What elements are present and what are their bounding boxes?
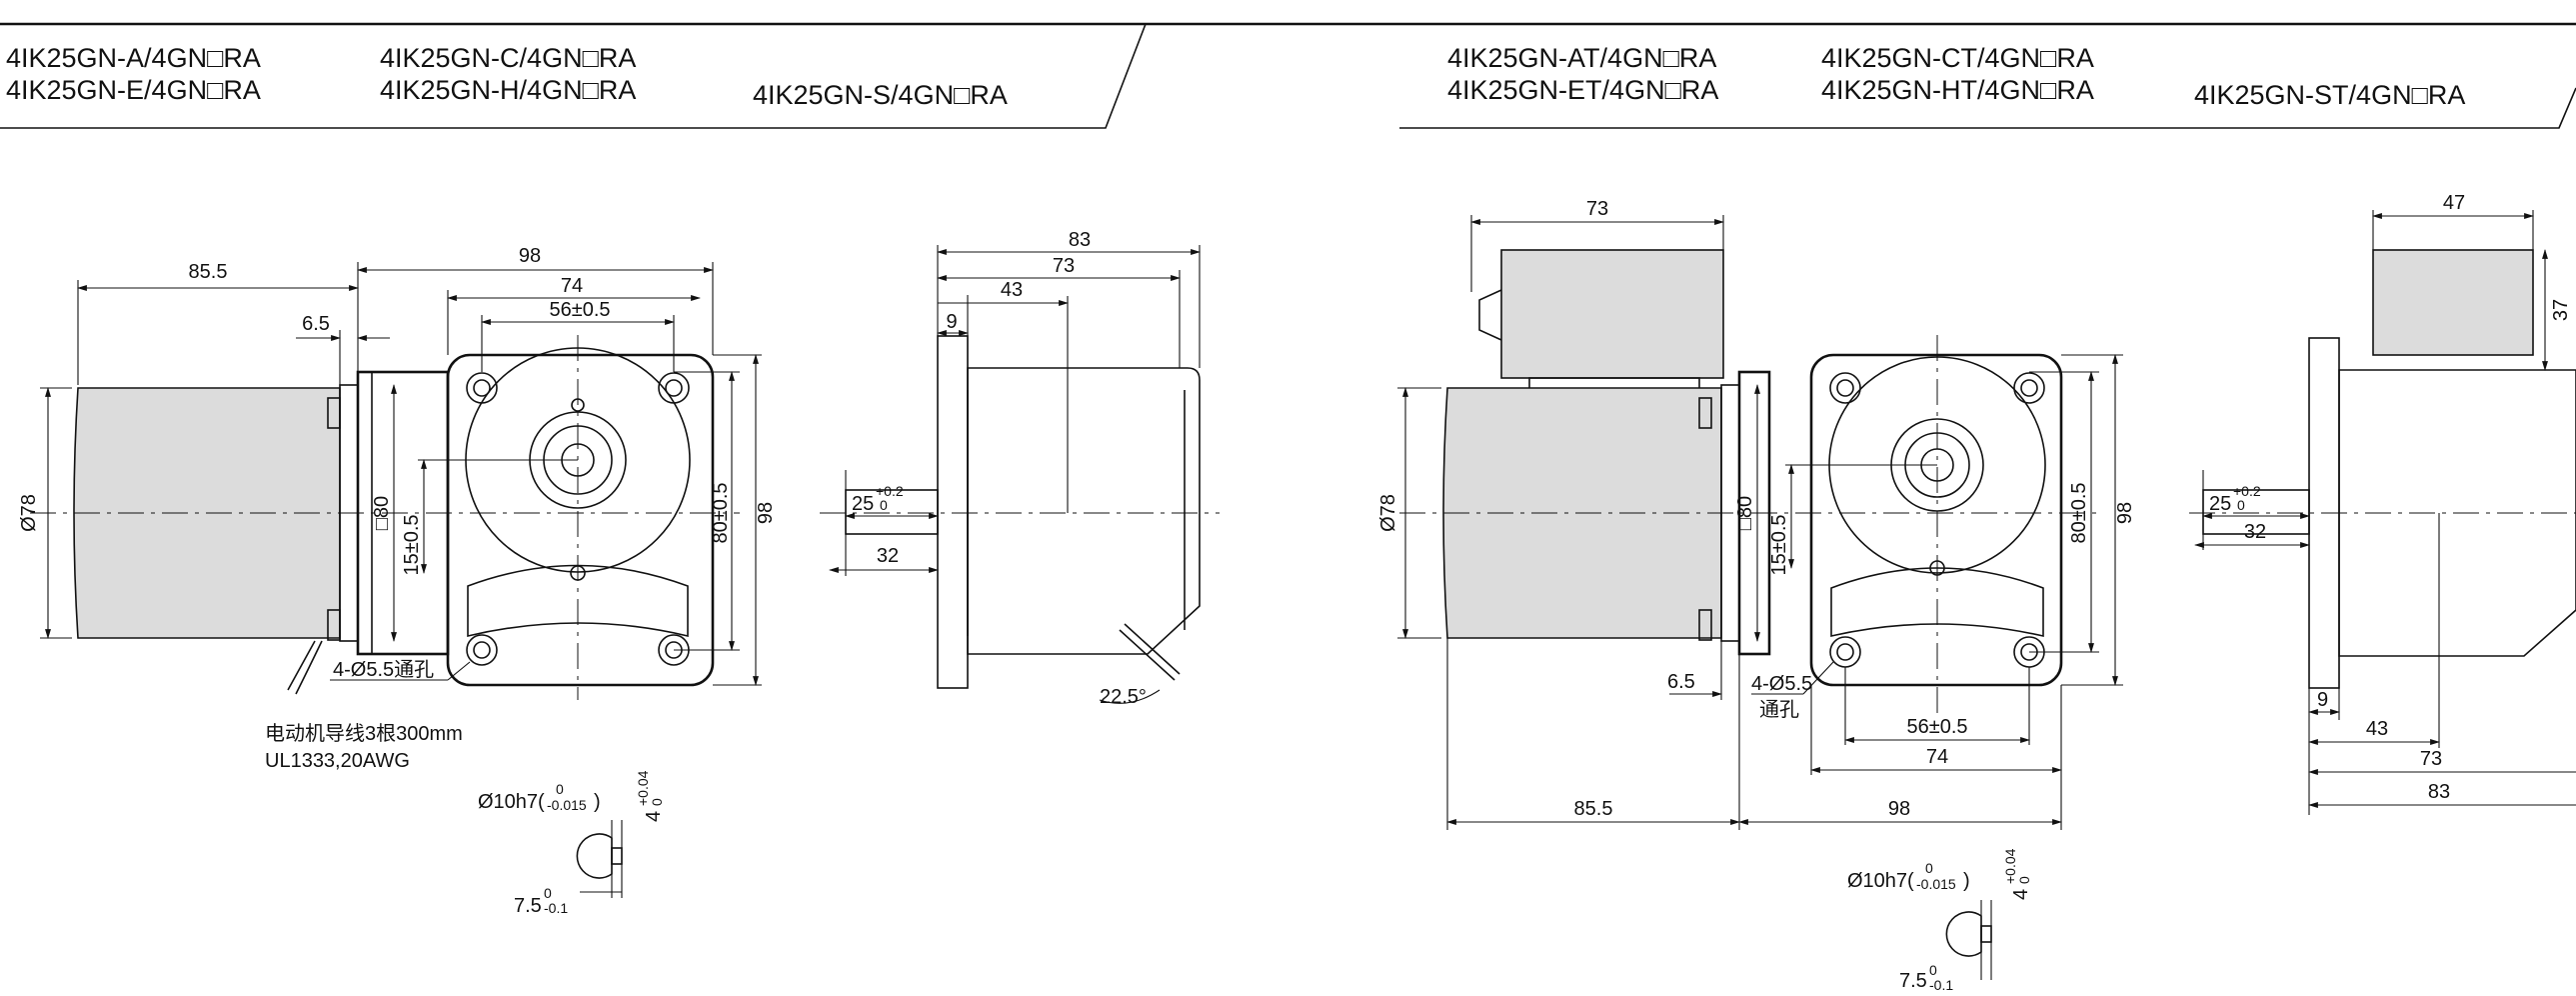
left-shaft-dia-tol-lo: -0.015 [547, 797, 587, 813]
left-shaft-flat: 7.5 [514, 895, 542, 917]
right-header-frame [1399, 87, 2576, 129]
dim-left-side-43: 43 [1001, 279, 1023, 301]
left-model-r1c2: 4IK25GN-C/4GN□RA [380, 43, 636, 73]
dim-right-98h: 98 [2114, 502, 2136, 524]
dim-left-side-32: 32 [877, 545, 899, 567]
right-shaft-dia-tol-lo: -0.015 [1916, 876, 1956, 892]
dim-left-side-angle: 22.5° [1100, 686, 1147, 708]
dim-right-side-37: 37 [2550, 299, 2572, 321]
dim-right-side-32: 32 [2244, 521, 2266, 543]
dim-right-15: 15±0.5 [1768, 514, 1790, 575]
dim-right-side-25-tol-up: +0.2 [2233, 483, 2261, 499]
dim-left-sq-80: □80 [371, 496, 393, 530]
left-shaft-flat-tol-lo: -0.1 [544, 900, 568, 916]
dim-right-74: 74 [1926, 746, 1948, 768]
dim-right-6-5: 6.5 [1667, 671, 1695, 693]
dim-right-98: 98 [1888, 798, 1910, 820]
dim-right-85-5: 85.5 [1574, 798, 1613, 820]
left-gearhead-face [446, 353, 715, 687]
right-side-view: 47 37 25 +0.2 0 32 9 43 73 83 [2189, 192, 2576, 815]
right-hole-callout-1: 4-Ø5.5 [1751, 673, 1812, 695]
dim-right-side-47: 47 [2443, 192, 2465, 214]
dim-right-side-43: 43 [2366, 718, 2388, 740]
left-shaft-dia: Ø10h7( [478, 791, 545, 813]
dim-left-side-73: 73 [1053, 255, 1075, 277]
left-nameplate-window [467, 564, 689, 638]
left-header: 4IK25GN-A/4GN□RA 4IK25GN-C/4GN□RA 4IK25G… [6, 43, 1008, 110]
left-front-view: 85.5 98 74 56±0.5 6.5 Ø78 □80 15±0.5 80±… [18, 245, 777, 772]
dim-left-56: 56±0.5 [549, 299, 610, 321]
dim-right-side-25-tol-lo: 0 [2237, 497, 2245, 513]
dim-left-side-9: 9 [946, 311, 957, 333]
left-shaft-key: 4 [643, 811, 665, 822]
left-model-r2c3: 4IK25GN-S/4GN□RA [753, 80, 1008, 110]
dim-left-85-5: 85.5 [189, 261, 228, 283]
left-side-view: 83 73 43 9 25 +0.2 0 32 22.5° [820, 229, 1220, 708]
right-gearhead-face [1809, 353, 2063, 687]
right-shaft-key-tol-lo: 0 [2016, 876, 2032, 884]
left-model-r2c2: 4IK25GN-H/4GN□RA [380, 75, 636, 105]
left-model-r2c1: 4IK25GN-E/4GN□RA [6, 75, 261, 105]
dim-left-98: 98 [519, 245, 541, 267]
dim-right-80h: 80±0.5 [2068, 482, 2090, 543]
dim-right-56: 56±0.5 [1906, 716, 1967, 738]
left-shaft-flat-tol-up: 0 [544, 885, 552, 901]
right-model-r1c2: 4IK25GN-CT/4GN□RA [1821, 43, 2094, 73]
right-terminal-box [1500, 249, 1724, 379]
dim-right-dia-78: Ø78 [1377, 494, 1399, 532]
right-side-body [2338, 369, 2576, 657]
right-header: 4IK25GN-AT/4GN□RA 4IK25GN-CT/4GN□RA 4IK2… [1447, 43, 2465, 110]
left-shaft-dia-tol-up: 0 [556, 781, 564, 797]
dim-left-side-25-tol-up: +0.2 [876, 483, 904, 499]
right-shaft-detail: Ø10h7( 0 -0.015 ) 4 +0.04 0 7.5 0 -0.1 [1847, 848, 2032, 993]
left-side-flange [937, 335, 969, 689]
left-shaft-key-tol-up: +0.04 [635, 770, 651, 806]
dim-right-side-9: 9 [2317, 689, 2328, 711]
right-model-r2c3: 4IK25GN-ST/4GN□RA [2194, 80, 2465, 110]
right-shaft-dia: Ø10h7( [1847, 870, 1914, 892]
right-model-r2c1: 4IK25GN-ET/4GN□RA [1447, 75, 1718, 105]
right-shaft-flat: 7.5 [1899, 970, 1927, 992]
dim-left-dia-78: Ø78 [18, 494, 40, 532]
right-shaft-key: 4 [2010, 889, 2032, 900]
left-shaft-detail: Ø10h7( 0 -0.015 ) 4 +0.04 0 7.5 0 -0.1 [478, 770, 665, 917]
dim-right-73: 73 [1586, 198, 1608, 220]
left-lead-wire [287, 640, 316, 691]
right-side-terminal-box [2372, 249, 2534, 356]
dim-right-sq-80: □80 [1734, 496, 1756, 530]
left-hole-callout: 4-Ø5.5通孔 [333, 658, 434, 681]
right-model-r1c1: 4IK25GN-AT/4GN□RA [1447, 43, 1716, 73]
left-lead-note-2: UL1333,20AWG [265, 750, 410, 772]
left-side-body [967, 367, 1201, 655]
right-shaft-dia-tol-up: 0 [1925, 860, 1933, 876]
dim-left-side-25: 25 [852, 493, 874, 515]
dim-left-15: 15±0.5 [401, 514, 423, 575]
left-shaft-dia-close: ) [594, 791, 601, 813]
dim-left-80h: 80±0.5 [710, 482, 732, 543]
dim-left-98h: 98 [755, 502, 777, 524]
dim-left-6-5: 6.5 [302, 313, 330, 335]
dim-left-side-83: 83 [1069, 229, 1091, 251]
header-bar [0, 22, 2576, 129]
right-shaft-flat-tol-lo: -0.1 [1929, 977, 1953, 993]
right-model-r2c2: 4IK25GN-HT/4GN□RA [1821, 75, 2094, 105]
left-model-r1c1: 4IK25GN-A/4GN□RA [6, 43, 261, 73]
dim-left-side-25-tol-lo: 0 [880, 497, 888, 513]
right-hole-callout-2: 通孔 [1759, 698, 1799, 721]
dim-right-side-25: 25 [2209, 493, 2231, 515]
left-shaft-key-tol-lo: 0 [649, 798, 665, 806]
left-lead-note-1: 电动机导线3根300mm [265, 722, 463, 745]
dim-right-side-73: 73 [2420, 748, 2442, 770]
right-front-view: 73 Ø78 □80 15±0.5 80±0.5 98 6.5 4-Ø5.5 通… [1377, 198, 2136, 830]
right-shaft-key-tol-up: +0.04 [2002, 848, 2018, 884]
right-shaft-flat-tol-up: 0 [1929, 962, 1937, 978]
dim-right-side-83: 83 [2428, 781, 2450, 803]
right-shaft-dia-close: ) [1963, 870, 1970, 892]
dim-left-74: 74 [561, 275, 583, 297]
left-header-frame [0, 23, 1147, 129]
